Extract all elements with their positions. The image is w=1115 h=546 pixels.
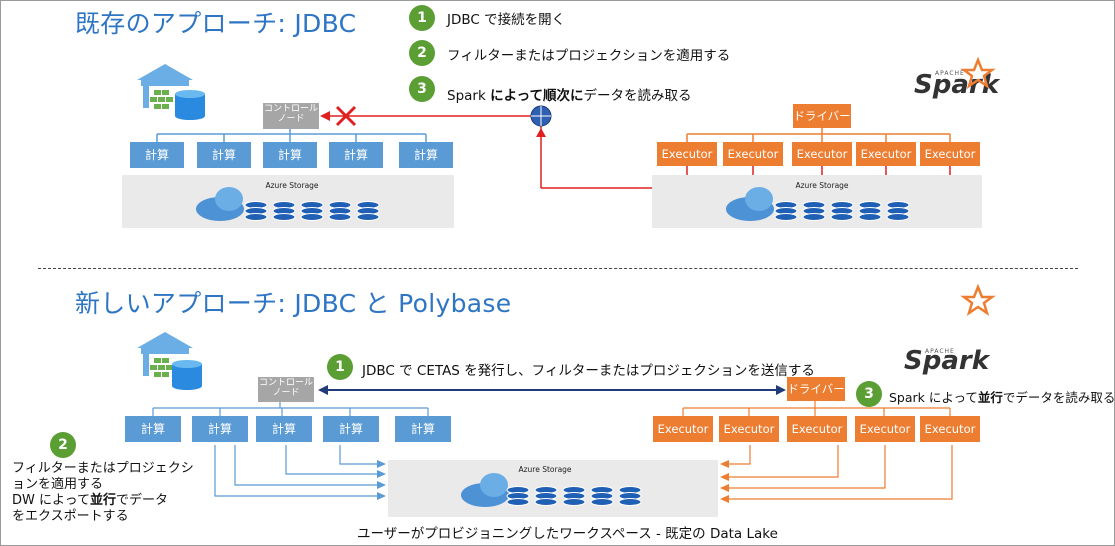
blocked-x-icon [335,105,357,127]
executor-node: Executor [719,416,779,442]
cloud-icon [196,187,244,221]
compute-node: 計算 [399,142,453,168]
new-step3-badge: 3 [856,381,882,407]
database-icon [356,201,380,221]
executor-node: Executor [723,142,783,166]
database-icon [886,201,910,221]
spark-logo-bottom: Spark [904,346,989,376]
control-node: コントロール ノード [263,103,319,129]
step2-badge: 2 [409,40,435,66]
compute-node: 計算 [197,142,251,168]
control-node-bottom: コントロール ノード [258,377,314,402]
step1-text: JDBC で接続を開く [447,12,566,28]
database-icon [244,201,268,221]
step2-text: フィルターまたはプロジェクションを適用する [447,48,731,64]
cloud-icon-bottom [461,473,509,507]
executor-node: Executor [856,142,916,166]
compute-node: 計算 [125,416,181,442]
spark-logo-apache-bottom: APACHE [925,348,955,355]
executor-node: Executor [792,142,852,166]
database-icon [272,201,296,221]
workspace-caption: ユーザーがプロビジョニングしたワークスペース - 既定の Data Lake [357,526,778,542]
cloud-icon-right [726,187,774,221]
sql-database-icon [175,90,205,120]
executor-node: Executor [920,416,980,442]
database-icon [802,201,826,221]
new-step2-text: フィルターまたはプロジェクシ ョンを適用する DW によって並行でデータ をエク… [12,461,194,525]
driver-node-bottom: ドライバー [787,377,845,401]
database-icon [618,486,642,506]
warehouse-icon [137,64,193,109]
new-approach-title: 新しいアプローチ: JDBC と Polybase [75,289,512,318]
database-icon [590,486,614,506]
database-icon [300,201,324,221]
compute-node: 計算 [130,142,184,168]
new-step2-badge: 2 [50,432,76,458]
compute-node: 計算 [323,416,379,442]
database-icon [858,201,882,221]
existing-approach-title: 既存のアプローチ: JDBC [75,9,357,38]
step1-badge: 1 [409,5,435,31]
driver-node: ドライバー [793,104,851,128]
sql-database-icon-bottom [172,360,202,390]
executor-node: Executor [855,416,915,442]
storage-label-left: Azure Storage [265,181,319,190]
compute-node: 計算 [263,142,317,168]
database-icon [328,201,352,221]
warehouse-icon-bottom [137,332,193,377]
compute-node: 計算 [256,416,312,442]
new-step2-line1: フィルターまたはプロジェクシ [12,461,194,476]
storage-label-right: Azure Storage [795,181,849,190]
new-step3-text: Spark によって並行でデータを読み取る [889,390,1115,405]
compute-node: 計算 [329,142,383,168]
compute-node: 計算 [395,416,451,442]
database-icon [506,486,530,506]
jdbc-connection-line [318,385,786,395]
spark-logo-apache: APACHE [935,70,965,77]
new-step1-text: JDBC で CETAS を発行し、フィルターまたはプロジェクションを送信する [362,363,815,379]
storage-label-bottom: Azure Storage [518,465,572,474]
database-icon [774,201,798,221]
executor-node: Executor [653,416,713,442]
section-divider [38,268,1078,269]
new-step1-badge: 1 [327,354,353,380]
compute-node: 計算 [192,416,248,442]
executor-node: Executor [920,142,980,166]
executor-node: Executor [657,142,717,166]
new-step2-line4: をエクスポートする [12,509,129,524]
database-icon [562,486,586,506]
new-step2-line2: ョンを適用する [12,477,104,492]
globe-icon [530,105,552,127]
step3-badge: 3 [409,76,435,102]
executor-node: Executor [787,416,847,442]
database-icon [534,486,558,506]
new-step2-line3: DW によって並行でデータ [12,493,168,508]
step3-text: Spark によって順次にデータを読み取る [447,88,692,104]
database-icon [830,201,854,221]
